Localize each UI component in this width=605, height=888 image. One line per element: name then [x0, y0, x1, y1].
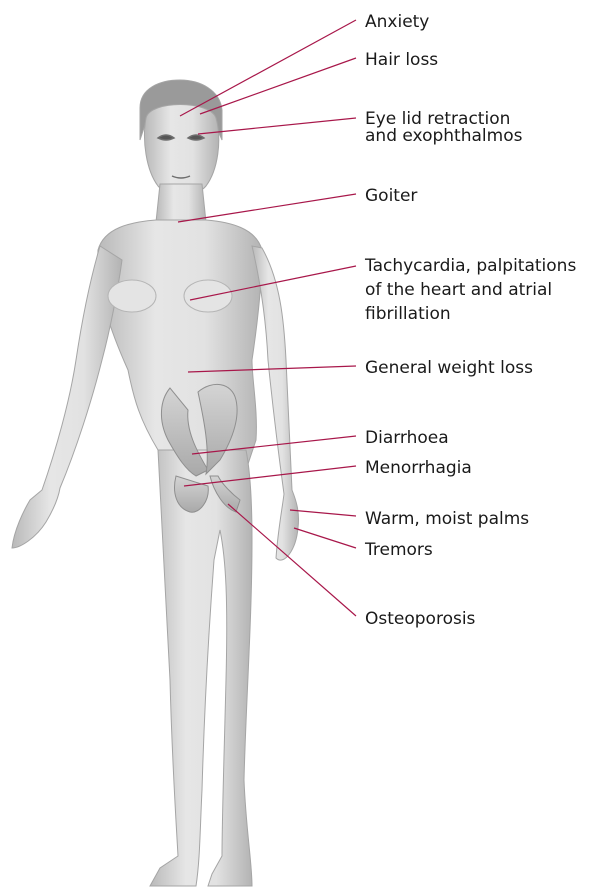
label-weight-loss: General weight loss [365, 359, 533, 378]
label-hair-loss: Hair loss [365, 51, 438, 70]
arm-left [12, 246, 122, 548]
breast-left [108, 280, 156, 312]
leader-line-tremors [294, 528, 356, 548]
label-anxiety: Anxiety [365, 13, 429, 32]
label-menorrhagia: Menorrhagia [365, 459, 472, 478]
label-diarrhoea: Diarrhoea [365, 429, 449, 448]
head [145, 105, 219, 196]
leader-line-hair-loss [200, 58, 356, 114]
eye-right [188, 135, 204, 140]
eye-left [158, 135, 174, 140]
label-tremors: Tremors [365, 541, 433, 560]
neck [156, 184, 206, 222]
label-tachycardia: Tachycardia, palpitations of the heart a… [365, 254, 576, 326]
human-figure [12, 80, 299, 886]
label-goiter: Goiter [365, 187, 417, 206]
label-eyelid: Eye lid retraction and exophthalmos [365, 111, 522, 145]
label-palms: Warm, moist palms [365, 510, 529, 529]
legs [150, 450, 252, 886]
leader-line-palms [290, 510, 356, 516]
label-osteoporosis: Osteoporosis [365, 610, 475, 629]
